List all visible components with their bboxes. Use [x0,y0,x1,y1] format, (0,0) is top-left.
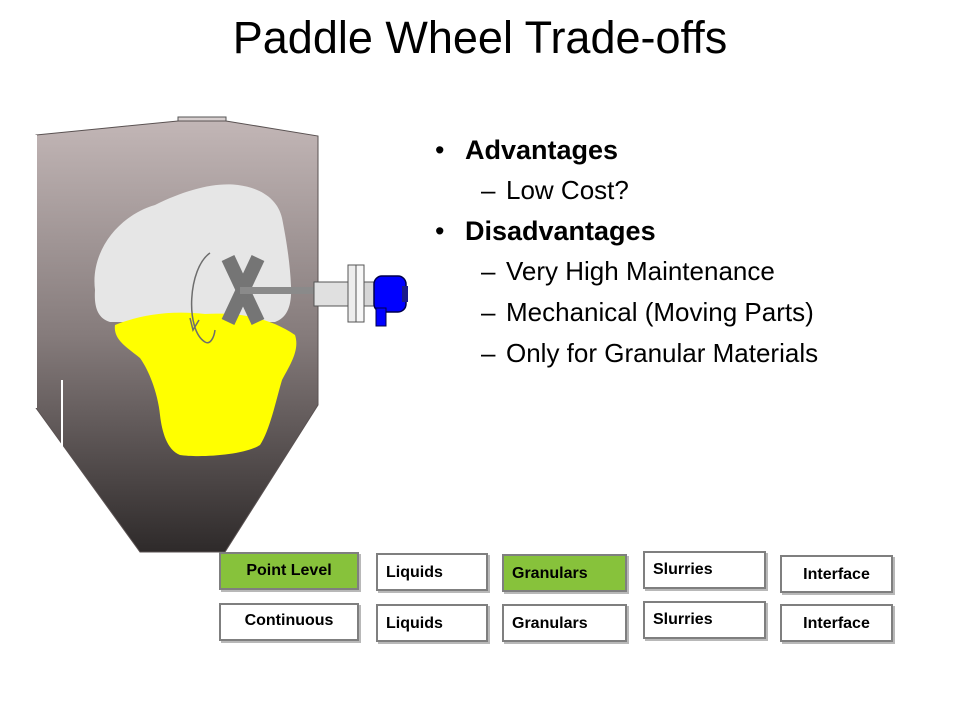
sub-bullet-label: Low Cost? [506,175,629,205]
sub-bullet-label: Only for Granular Materials [506,338,819,368]
sub-bullet: – Mechanical (Moving Parts) [433,292,953,333]
nav-liquids-continuous-button[interactable]: Liquids [376,604,488,642]
dash-glyph: – [481,175,496,205]
sub-bullet: – Only for Granular Materials [433,333,953,374]
bullet-glyph: • [435,135,445,165]
nav-continuous-button[interactable]: Continuous [219,603,359,641]
bullet-label: Disadvantages [465,216,656,246]
nav-interface-point-button[interactable]: Interface [780,555,893,593]
bullet-advantages: • Advantages [433,130,953,170]
sub-bullet: – Low Cost? [433,170,953,211]
dash-glyph: – [481,256,496,286]
nav-slurries-continuous-button[interactable]: Slurries [643,601,766,639]
bullet-glyph: • [435,216,445,246]
sub-bullet-label: Very High Maintenance [506,256,775,286]
paddle-sensor-head [313,264,408,327]
dash-glyph: – [481,338,496,368]
nav-point-level-button[interactable]: Point Level [219,552,359,590]
dash-glyph: – [481,297,496,327]
paddle-wheel [189,252,316,344]
bullet-disadvantages: • Disadvantages [433,211,953,251]
nav-granulars-point-button[interactable]: Granulars [502,554,627,592]
tradeoff-list: • Advantages – Low Cost? • Disadvantages… [433,130,953,374]
nav-slurries-point-button[interactable]: Slurries [643,551,766,589]
slide-title: Paddle Wheel Trade-offs [232,12,728,63]
sub-bullet-label: Mechanical (Moving Parts) [506,297,814,327]
nav-liquids-point-button[interactable]: Liquids [376,553,488,591]
nav-interface-continuous-button[interactable]: Interface [780,604,893,642]
bullet-label: Advantages [465,135,619,165]
granular-material [114,312,297,457]
sub-bullet: – Very High Maintenance [433,251,953,292]
nav-granulars-continuous-button[interactable]: Granulars [502,604,627,642]
